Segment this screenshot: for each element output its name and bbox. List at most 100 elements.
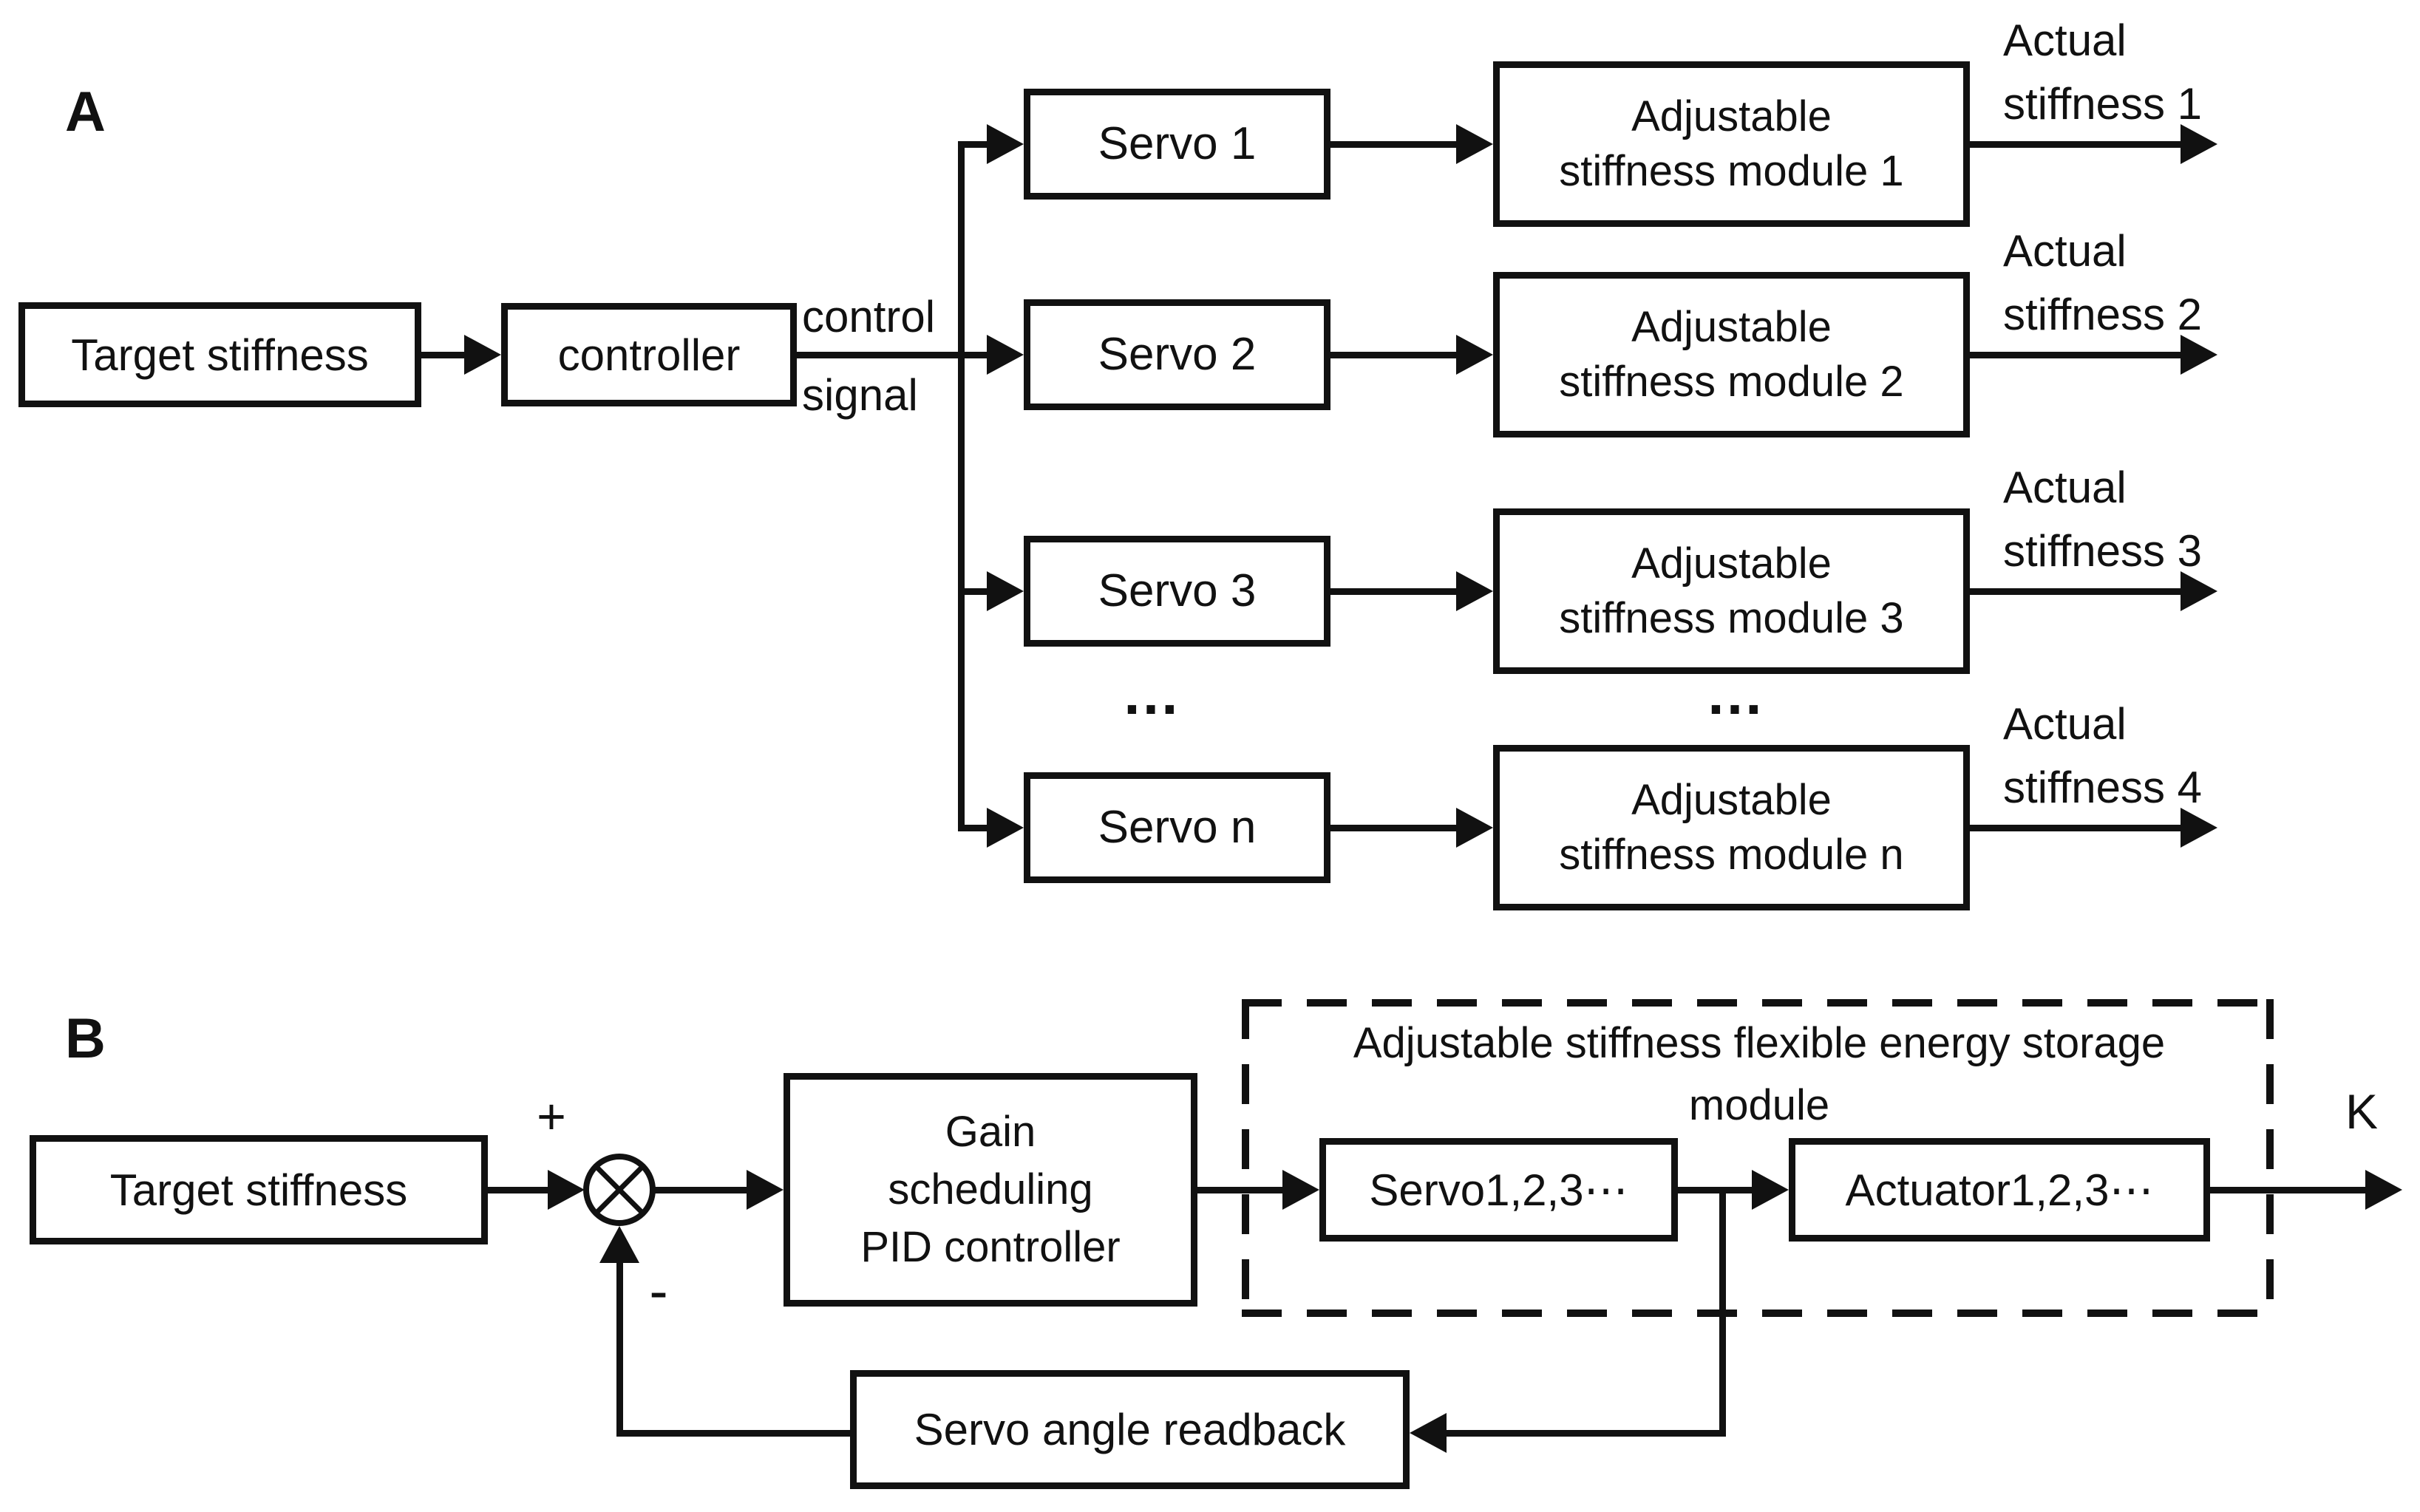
- servo-ellipsis: …: [1121, 661, 1185, 726]
- dashed-box-right-edge: [2266, 999, 2274, 1317]
- branch-arrowhead-servo-2: [987, 335, 1024, 375]
- control-signal-line: [797, 352, 964, 358]
- servo-1-to-module-line: [1330, 141, 1460, 148]
- branch-line-servo-1: [958, 141, 991, 148]
- servo-1-box: Servo 1: [1024, 89, 1330, 200]
- panel-b-label: B: [65, 1007, 106, 1070]
- module-2-text-line1: Adjustable: [1631, 303, 1832, 351]
- control-signal-label-line2: signal: [802, 370, 918, 420]
- actual-stiffness-4-line1: Actual: [2003, 699, 2127, 749]
- module-1-box: Adjustable stiffness module 1: [1493, 61, 1970, 227]
- actual-stiffness-label-3: Actual stiffness 3: [2003, 456, 2321, 583]
- actual-stiffness-2-line1: Actual: [2003, 226, 2127, 276]
- branch-line-servo-2: [958, 352, 991, 358]
- module-n-box: Adjustable stiffness module n: [1493, 745, 1970, 910]
- module-1-text-line1: Adjustable: [1631, 92, 1832, 140]
- module-3-box: Adjustable stiffness module 3: [1493, 508, 1970, 674]
- output-arrowhead-2: [2181, 335, 2217, 375]
- target-to-controller-line: [421, 352, 466, 358]
- actual-stiffness-label-1: Actual stiffness 1: [2003, 9, 2321, 136]
- module-1-text-line2: stiffness module 1: [1559, 147, 1904, 195]
- servo-angle-readback-text: Servo angle readback: [914, 1405, 1346, 1454]
- controller-text: controller: [557, 330, 741, 380]
- servo-2-to-module-line: [1330, 352, 1460, 358]
- pid-text-line3: PID controller: [860, 1223, 1121, 1271]
- target-stiffness-text-b: Target stiffness: [109, 1165, 408, 1215]
- servo-2-box: Servo 2: [1024, 299, 1330, 410]
- module-3-text-line2: stiffness module 3: [1559, 594, 1904, 642]
- output-arrowhead-1: [2181, 124, 2217, 164]
- controller-box: controller: [501, 303, 797, 406]
- minus-sign: -: [649, 1260, 668, 1323]
- actual-stiffness-1-line1: Actual: [2003, 16, 2127, 65]
- module-2-box: Adjustable stiffness module 2: [1493, 272, 1970, 437]
- dashed-box-title-line2: module: [1688, 1081, 1830, 1129]
- sum-to-pid-arrowhead: [747, 1170, 784, 1210]
- dashed-box-bottom-edge: [1242, 1310, 2274, 1317]
- dashed-box-left-edge: [1242, 999, 1249, 1317]
- target-stiffness-text-a: Target stiffness: [71, 330, 369, 380]
- target-to-sum-line: [488, 1187, 549, 1193]
- sum-to-pid-line: [654, 1187, 749, 1193]
- summing-junction-icon: [583, 1154, 656, 1226]
- actuator-group-text: Actuator1,2,3⋯: [1845, 1165, 2154, 1215]
- servo-1-text: Servo 1: [1098, 118, 1257, 170]
- target-to-sum-arrowhead: [548, 1170, 585, 1210]
- actual-stiffness-label-2: Actual stiffness 2: [2003, 219, 2321, 347]
- servo-group-box: Servo1,2,3⋯: [1319, 1138, 1678, 1242]
- panel-a-label: A: [65, 81, 106, 143]
- dashed-box-top-edge: [1242, 999, 2274, 1007]
- actuator-group-box: Actuator1,2,3⋯: [1789, 1138, 2210, 1242]
- servo-3-to-module-arrowhead: [1456, 571, 1493, 611]
- servo-3-text: Servo 3: [1098, 565, 1257, 617]
- pid-to-servo-line: [1197, 1187, 1285, 1193]
- output-line-2: [1970, 352, 2184, 358]
- feedback-to-readback-arrowhead: [1410, 1413, 1447, 1453]
- output-line-3: [1970, 588, 2184, 595]
- pid-text-line1: Gain: [945, 1108, 1036, 1156]
- output-arrowhead-4: [2181, 808, 2217, 848]
- feedback-to-readback-line: [1444, 1430, 1726, 1437]
- control-signal-label-line1: control: [802, 292, 936, 341]
- servo-n-to-module-arrowhead: [1456, 808, 1493, 848]
- servo-angle-readback-box: Servo angle readback: [850, 1370, 1410, 1489]
- readback-return-line: [616, 1430, 850, 1437]
- servo-n-text: Servo n: [1098, 802, 1257, 854]
- module-2-text-line2: stiffness module 2: [1559, 358, 1904, 406]
- output-line-4: [1970, 825, 2184, 831]
- plus-sign: +: [537, 1089, 566, 1145]
- readback-to-sum-arrowhead: [599, 1226, 639, 1263]
- servo-group-text: Servo1,2,3⋯: [1369, 1165, 1628, 1215]
- servo-3-to-module-line: [1330, 588, 1460, 595]
- pid-controller-box: Gain scheduling PID controller: [784, 1073, 1197, 1307]
- module-3-text-line1: Adjustable: [1631, 539, 1832, 588]
- target-stiffness-box-b: Target stiffness: [30, 1135, 488, 1244]
- target-stiffness-box-a: Target stiffness: [18, 302, 421, 407]
- servo-1-to-module-arrowhead: [1456, 124, 1493, 164]
- actual-stiffness-3-line2: stiffness 3: [2003, 526, 2203, 576]
- output-arrowhead-3: [2181, 571, 2217, 611]
- servo-2-text: Servo 2: [1098, 329, 1257, 381]
- actual-stiffness-3-line1: Actual: [2003, 463, 2127, 512]
- servo-n-box: Servo n: [1024, 772, 1330, 883]
- servo-to-actuator-arrowhead: [1752, 1170, 1789, 1210]
- output-line-1: [1970, 141, 2184, 148]
- feedback-tap-line: [1719, 1187, 1726, 1437]
- distribution-trunk-line: [958, 141, 965, 831]
- actual-stiffness-label-4: Actual stiffness 4: [2003, 692, 2321, 820]
- dashed-box-title-line1: Adjustable stiffness flexible energy sto…: [1353, 1019, 2166, 1067]
- branch-arrowhead-servo-1: [987, 124, 1024, 164]
- target-to-controller-arrowhead: [464, 335, 501, 375]
- stiffness-output-label: K: [2345, 1084, 2379, 1139]
- servo-to-actuator-line: [1678, 1187, 1754, 1193]
- actual-stiffness-4-line2: stiffness 4: [2003, 763, 2203, 812]
- branch-arrowhead-servo-n: [987, 808, 1024, 848]
- branch-arrowhead-servo-3: [987, 571, 1024, 611]
- actual-stiffness-2-line2: stiffness 2: [2003, 290, 2203, 339]
- servo-n-to-module-line: [1330, 825, 1460, 831]
- pid-text-line2: scheduling: [888, 1165, 1093, 1213]
- servo-2-to-module-arrowhead: [1456, 335, 1493, 375]
- branch-line-servo-3: [958, 588, 991, 595]
- module-n-text-line2: stiffness module n: [1559, 831, 1904, 879]
